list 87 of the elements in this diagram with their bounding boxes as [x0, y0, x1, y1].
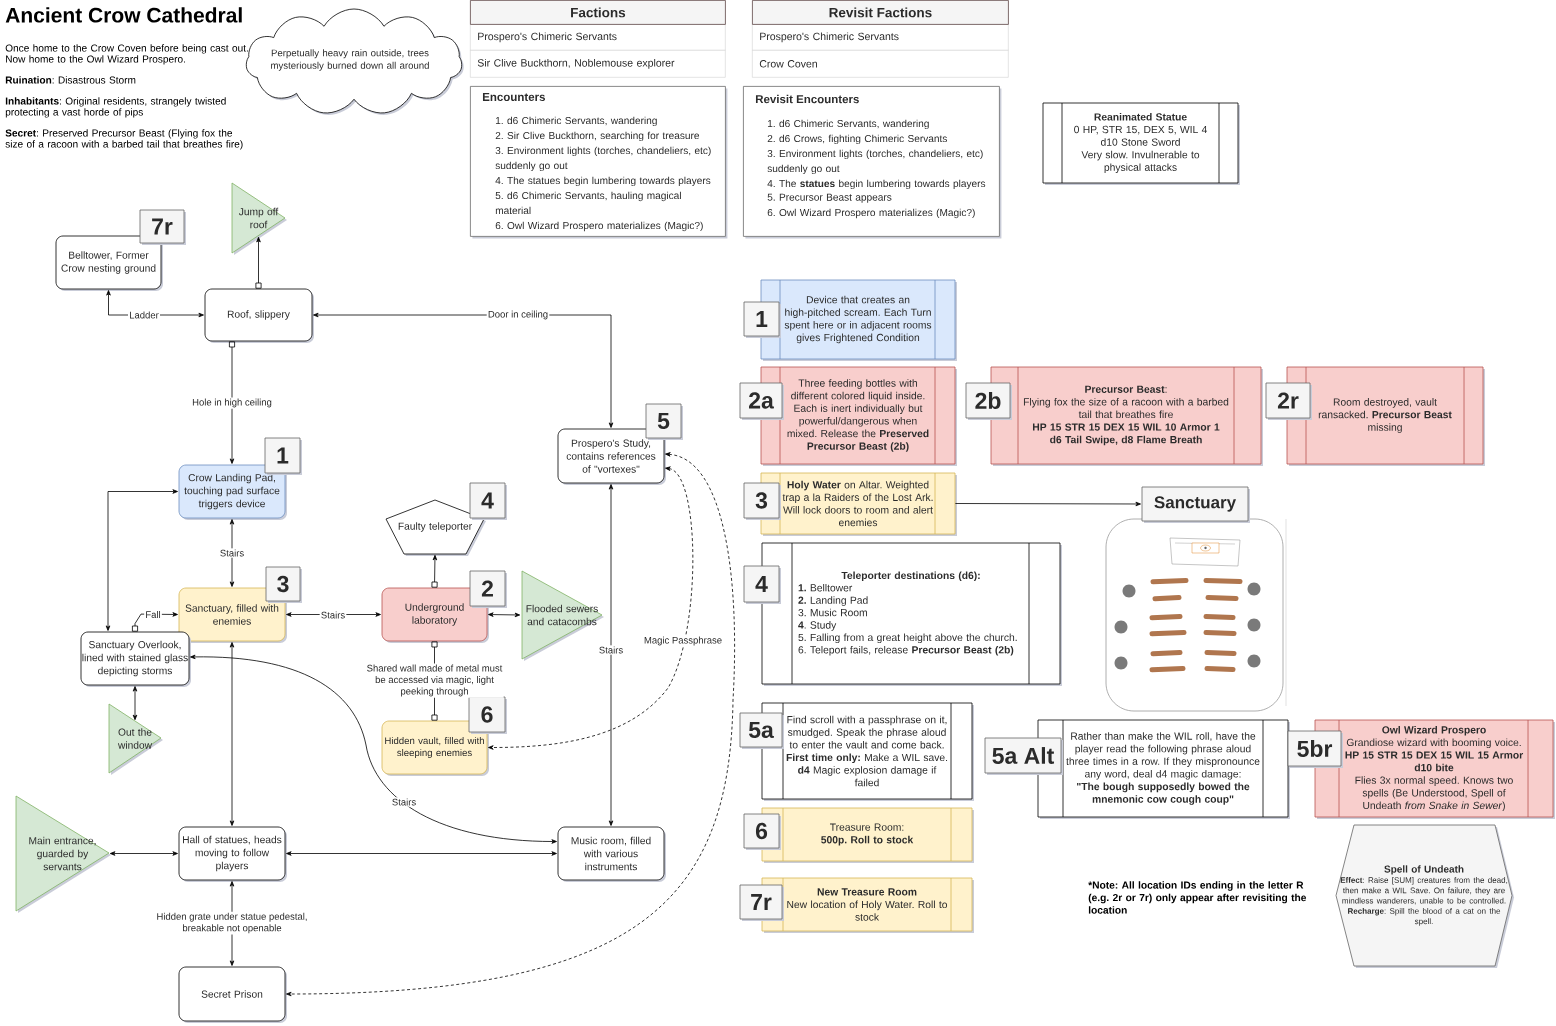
list-item: 5. Precursor Beast appears: [767, 193, 892, 203]
double-arrow: [229, 881, 235, 966]
list-item: 2. Sir Clive Buckthorn, searching for treasure: [495, 131, 700, 142]
number-tag: 1: [743, 301, 781, 338]
number-tag: 2r: [1265, 382, 1312, 420]
double-arrow: [286, 851, 557, 856]
intro-text: Secret: Preserved Precursor Beast (Flying fox the size of a racoon with a barbed tail that breathes fire): [5, 129, 243, 150]
number-tag: 1: [264, 437, 302, 475]
room-box: Music room, filled with various instruments: [557, 826, 666, 882]
triangle-node: Out the window: [108, 703, 163, 775]
number-tag: 2b: [965, 382, 1012, 420]
list-item: 6. Owl Wizard Prospero materializes (Magic?): [495, 221, 703, 232]
edge-label: Stairs: [218, 548, 246, 558]
double-arrow: [105, 489, 178, 631]
edge-label: Stairs: [597, 645, 625, 655]
intro-text: Inhabitants: Original residents, strangely twisted protecting a vast horde of pips: [5, 97, 226, 118]
double-arrow: [229, 642, 235, 826]
table-cell: Crow Coven: [752, 50, 1009, 78]
stat-card: Reanimated Statue 0 HP, STR 15, DEX 5, WIL 4 d10 Stone Sword Very slow. Invulnerable to physical attacks: [1042, 102, 1240, 185]
dashed-double-arrow: [488, 466, 694, 750]
edge-label: Stairs: [319, 610, 347, 620]
number-tag: 4: [469, 482, 507, 520]
double-arrow: [229, 519, 235, 587]
list-item: 4. The statues begin lumbering towards players: [767, 179, 986, 190]
edge-label: Door in ceiling: [486, 309, 550, 321]
room-box: Hall of statues, heads moving to follow players: [178, 826, 287, 882]
edge-label: Hole in high ceiling: [190, 397, 274, 409]
edge-label: Shared wall made of metal must be accessed via magic, light peeking through: [365, 663, 504, 698]
room-box: Crow Landing Pad, touching pad surface triggers device: [178, 464, 287, 520]
double-arrow: [109, 851, 178, 856]
dashed-double-arrow: [286, 452, 735, 997]
number-tag: 7r: [139, 209, 186, 245]
panel-heading: Encounters: [482, 93, 545, 101]
title: Ancient Crow Cathedral: [5, 7, 242, 23]
number-tag: 7r: [739, 884, 784, 921]
double-arrow: [132, 686, 138, 721]
list-item: 1. d6 Chimeric Servants, wandering: [768, 119, 929, 130]
number-tag: 6: [743, 813, 781, 850]
list-panel: [470, 86, 728, 239]
table-cell: Sir Clive Buckthorn, Noblemouse explorer: [470, 50, 726, 78]
hexagon-card: Spell of Undeath Effect: Raise [SUM] creatures from the dead, then make a WIL Save. On failure, they are mindless wanderers, unable to be controlled. Recharge: Spill the blood of a cat on the spell.: [1335, 824, 1514, 968]
table-header: Factions: [470, 0, 726, 25]
arrow: [229, 341, 235, 464]
room-box: Secret Prison: [178, 966, 287, 1023]
number-tag: 3: [265, 566, 302, 603]
intro-text: Ruination: Disastrous Storm: [5, 76, 136, 84]
room-box: Roof, slippery: [204, 288, 314, 343]
list-item: 3. Environment lights (torches, chandeliers, etc) suddenly go out: [495, 146, 711, 172]
triangle-node: Main entrance, guarded by servants: [15, 795, 111, 913]
list-item: 2. d6 Crows, fighting Chimeric Servants: [767, 134, 947, 145]
number-tag: 5a Alt: [984, 737, 1063, 775]
edge-label: Fall: [144, 609, 162, 620]
table-cell: Prospero's Chimeric Servants: [470, 24, 726, 51]
arrow: [132, 612, 178, 632]
edge-label: Ladder: [128, 310, 160, 320]
double-arrow: [190, 654, 557, 844]
note-text: *Note: All location IDs ending in the letter R (e.g. 2r or 7r) only appear after revisiting the location: [1088, 881, 1307, 914]
table-cell: Prospero's Chimeric Servants: [752, 24, 1009, 51]
number-tag: 2: [469, 570, 507, 608]
edge-label: Stairs: [390, 797, 418, 807]
double-arrow: [286, 612, 381, 617]
room-box: Prospero's Study, contains references of "vortexes": [557, 428, 666, 485]
number-tag: 5br: [1287, 730, 1343, 768]
room-box: Belltower, Former Crow nesting ground: [55, 235, 163, 291]
arrow: [255, 236, 262, 289]
list-panel: [743, 86, 1002, 239]
arrow: [955, 501, 1141, 507]
list-item: 4. The statues begin lumbering towards players: [495, 176, 711, 187]
table-header: Revisit Factions: [752, 0, 1009, 25]
list-item: 6. Owl Wizard Prospero materializes (Magic?): [767, 208, 975, 219]
list-item: 1. d6 Chimeric Servants, wandering: [495, 116, 657, 127]
heading-tag: Sanctuary: [1141, 486, 1250, 523]
edge-label: Magic Passphrase: [642, 635, 724, 647]
double-arrow: [488, 612, 521, 618]
room-box: Sanctuary Overlook, lined with stained glass depicting storms: [80, 631, 191, 687]
number-tag: 6: [468, 696, 507, 734]
triangle-node: Jump off roof: [231, 182, 287, 255]
double-arrow: [608, 484, 614, 826]
panel-heading: Revisit Encounters: [756, 94, 859, 104]
number-tag: 5: [645, 403, 683, 440]
number-tag: 5a: [739, 712, 784, 749]
edge-label: Hidden grate under statue pedestal, breakable not openable: [155, 911, 309, 935]
number-tag: 3: [743, 482, 781, 520]
list-item: 5. d6 Chimeric Servants, hauling magical material: [495, 191, 681, 215]
arrow: [431, 554, 438, 588]
number-tag: 4: [743, 565, 781, 604]
number-tag: 2a: [739, 382, 784, 420]
